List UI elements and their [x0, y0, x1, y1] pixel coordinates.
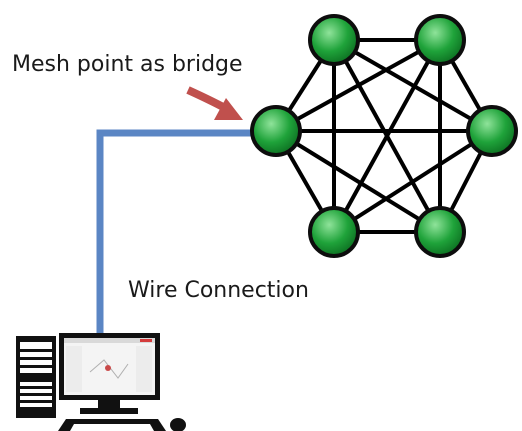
wire-connection-line	[96, 129, 268, 336]
bridge-label: Mesh point as bridge	[12, 52, 243, 77]
mesh-node	[308, 206, 360, 258]
mesh-link	[274, 129, 442, 234]
mesh-node	[308, 14, 360, 66]
mesh-link	[332, 129, 494, 234]
mesh-node	[466, 105, 518, 157]
mesh-links	[274, 38, 494, 234]
mouse	[170, 418, 186, 431]
mesh-node	[414, 14, 466, 66]
monitor-stand	[98, 400, 120, 410]
mesh-node-bridge	[250, 105, 302, 157]
curved-arrow-icon	[186, 86, 243, 120]
wire-connection-label: Wire Connection	[128, 278, 309, 303]
mesh-node	[414, 206, 466, 258]
mesh-link	[275, 38, 441, 133]
desktop-computer-icon	[16, 333, 186, 431]
mesh-link	[332, 39, 442, 233]
mesh-nodes	[250, 14, 518, 258]
